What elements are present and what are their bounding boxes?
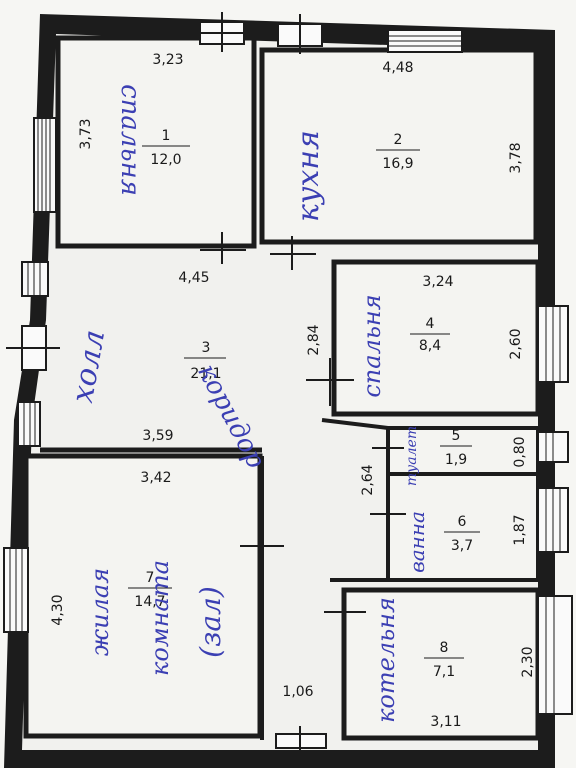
room-6-number: 6	[458, 514, 467, 530]
dim-r1-height: 3,73	[78, 118, 94, 149]
room-1-area-value: 12,0	[150, 152, 181, 168]
room-7-number: 7	[146, 570, 155, 586]
room-6-area-value: 3,7	[451, 538, 473, 554]
dim-r7-height: 4,30	[50, 594, 66, 625]
dim-r6-height: 1,87	[512, 514, 528, 545]
room-6-label: ванна	[405, 511, 429, 573]
room-1-label: спальня	[115, 84, 145, 196]
room-6-area	[386, 472, 540, 582]
dim-r5-height: 0,80	[512, 436, 528, 467]
room-4-area-value: 8,4	[419, 338, 441, 354]
dim-r3-width-top: 4,45	[178, 270, 209, 286]
dim-corridor-width: 1,06	[282, 684, 313, 700]
window-right-room8	[537, 595, 573, 715]
room-7-area	[23, 453, 263, 739]
room-4-area	[331, 259, 541, 417]
window-left-top	[33, 117, 57, 213]
window-top-right	[387, 29, 463, 53]
dim-r3-width-bottom: 3,59	[142, 428, 173, 444]
room-8-number: 8	[440, 640, 449, 656]
window-left-middle	[21, 261, 49, 297]
room-3-area-value: 21,1	[190, 366, 221, 382]
door-room8	[324, 594, 366, 634]
dim-r8-height: 2,30	[520, 646, 536, 677]
window-left-hall-cross	[6, 325, 60, 371]
room-7-label-2: комната	[146, 560, 174, 676]
dim-r7-width: 3,42	[140, 470, 171, 486]
room-5-area-value: 1,9	[445, 452, 467, 468]
room-8-area	[341, 587, 541, 741]
dim-r5-6-height: 2,64	[360, 464, 376, 495]
dim-r1-width: 3,23	[152, 52, 183, 68]
dim-r3-wall: 2,84	[306, 324, 322, 355]
room-8-label: котельня	[372, 597, 400, 723]
corridor-wall-right	[321, 418, 389, 430]
door-room6	[370, 492, 406, 534]
window-top-room2	[277, 14, 323, 54]
window-left-bottom	[3, 547, 29, 633]
room-3-number: 3	[202, 340, 211, 356]
door-room5	[372, 430, 404, 470]
entrance-door	[275, 726, 327, 756]
window-right-room6	[537, 487, 569, 553]
room-7-label-3: (зал)	[194, 586, 227, 658]
room-1-area	[55, 35, 257, 249]
room-4-label: спальня	[358, 294, 386, 397]
dim-r4-width: 3,24	[422, 274, 453, 290]
door-room1	[200, 232, 246, 264]
window-right-room4	[537, 305, 569, 383]
room-7-area-value: 14,7	[134, 594, 165, 610]
room-8-area-value: 7,1	[433, 664, 455, 680]
door-room4	[306, 358, 354, 406]
window-right-room5	[537, 431, 569, 463]
room-5-label: туалет	[404, 426, 420, 486]
dim-r4-height: 2,60	[508, 328, 524, 359]
room-2-area	[259, 47, 539, 245]
room-2-number: 2	[394, 132, 403, 148]
dim-r8-width: 3,11	[430, 714, 461, 730]
room-7-label: жилая	[86, 568, 114, 656]
dim-r2-height: 3,78	[508, 142, 524, 173]
door-room2	[270, 236, 316, 270]
room-1-number: 1	[162, 128, 171, 144]
window-left-hall	[17, 401, 41, 447]
dim-r2-width: 4,48	[382, 60, 413, 76]
room-5-number: 5	[452, 428, 461, 444]
door-room7	[240, 524, 284, 570]
room-2-area-value: 16,9	[382, 156, 413, 172]
room-2-label: кухня	[291, 130, 326, 222]
room-4-number: 4	[426, 316, 435, 332]
window-top-room1	[192, 12, 252, 52]
